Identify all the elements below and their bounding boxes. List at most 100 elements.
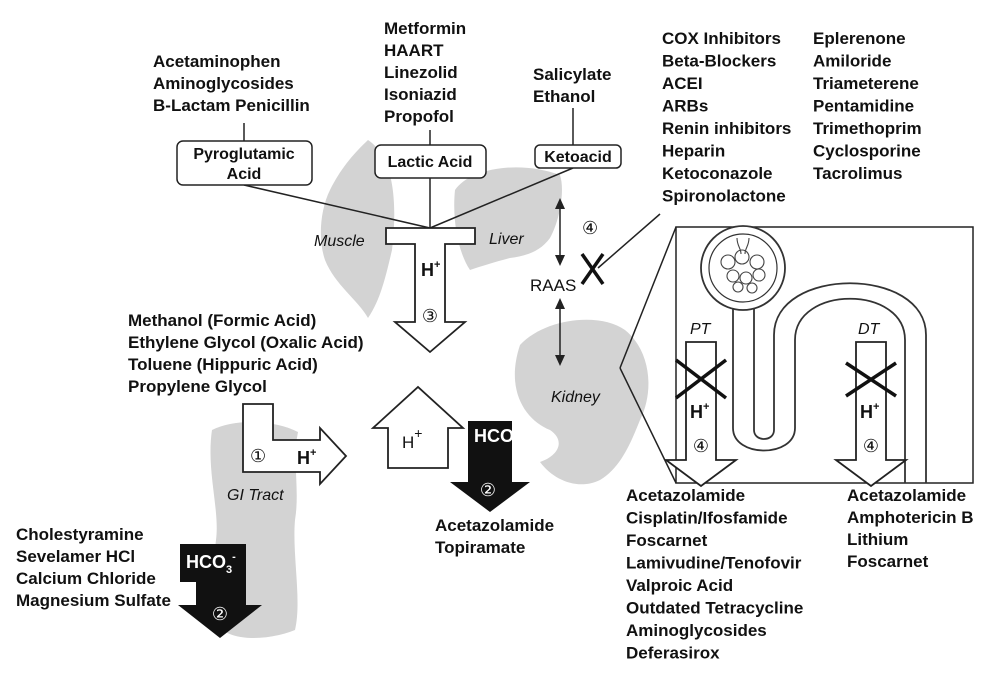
- marker-two-renal: ②: [480, 480, 496, 501]
- drug-item: Valproic Acid: [626, 576, 733, 595]
- central-h-box: [370, 385, 466, 469]
- drug-item: HAART: [384, 41, 444, 60]
- gi-h-ion: H+: [297, 447, 316, 468]
- gi-hco3-ion: HCO3-: [186, 551, 236, 576]
- drug-item: Deferasirox: [626, 644, 720, 663]
- arrowhead-up-2: [555, 298, 565, 309]
- liver-shape: [454, 167, 562, 270]
- drug-item: Amphotericin B: [847, 508, 974, 527]
- arrowhead-down-1: [555, 255, 565, 266]
- ketoacid-box: [534, 144, 622, 169]
- pt-h-arrow: [663, 341, 739, 488]
- liver-label: Liver: [489, 231, 524, 248]
- drug-item: Tacrolimus: [813, 164, 902, 183]
- gi-tract-label: GI Tract: [227, 487, 284, 504]
- marker-four-pt: ④: [693, 436, 709, 457]
- drug-item: Acetaminophen: [153, 52, 281, 71]
- central-h-ion: H+: [402, 425, 422, 452]
- arrowhead-up-1: [555, 198, 565, 209]
- drug-item: Outdated Tetracycline: [626, 599, 803, 618]
- drug-item: B-Lactam Penicillin: [153, 96, 310, 115]
- drug-item: Acetazolamide: [847, 486, 966, 505]
- muscle-label: Muscle: [314, 233, 365, 250]
- drug-item: COX Inhibitors: [662, 29, 781, 48]
- toxin-drug-list: Methanol (Formic Acid)Ethylene Glycol (O…: [128, 311, 364, 396]
- ketoacid-to-junction: [429, 167, 574, 229]
- drug-item: Spironolactone: [662, 187, 786, 206]
- drug-item: Topiramate: [435, 538, 525, 557]
- drug-item: Aminoglycosides: [626, 621, 767, 640]
- drug-item: Ketoconazole: [662, 164, 773, 183]
- gi-h-arrow: [242, 403, 348, 487]
- pyroglutamic-to-junction: [243, 184, 431, 229]
- drug-item: Methanol (Formic Acid): [128, 311, 316, 330]
- dt-label: DT: [858, 321, 881, 338]
- drug-item: Pentamidine: [813, 97, 914, 116]
- ketoacid-label: Ketoacid: [544, 149, 612, 166]
- pt-block-x-2: [674, 358, 728, 400]
- nephron-tubule: [732, 282, 927, 483]
- drug-item: Calcium Chloride: [16, 569, 156, 588]
- callout-line-top: [619, 226, 677, 369]
- renal-hco3-ion: HCO3-: [474, 425, 524, 450]
- marker-two-gi: ②: [212, 604, 228, 625]
- drug-item: Aminoglycosides: [153, 74, 294, 93]
- glomerulus-capillaries: [720, 237, 766, 294]
- drug-item: Magnesium Sulfate: [16, 591, 171, 610]
- lactic-acid-box: [374, 144, 487, 179]
- raas-drug-pointer: [597, 213, 661, 269]
- drug-item: Metformin: [384, 19, 466, 38]
- drug-item: Cyclosporine: [813, 142, 921, 161]
- drug-item: ARBs: [662, 97, 708, 116]
- drug-item: Eplerenone: [813, 29, 906, 48]
- dt-block-x-2: [845, 361, 897, 398]
- gi-hco3-arrow: [178, 544, 262, 638]
- pyroglutamic-label-line2: Acid: [227, 166, 262, 183]
- pt-h-ion: H+: [690, 401, 709, 422]
- lactic-acid-label: Lactic Acid: [388, 154, 473, 171]
- marker-four-dt: ④: [863, 436, 879, 457]
- drug-item: Beta-Blockers: [662, 52, 776, 71]
- drug-item: Salicylate: [533, 65, 611, 84]
- drug-item: Linezolid: [384, 63, 458, 82]
- raas-block-x-2: [580, 252, 605, 286]
- bowman-capsule-inner: [708, 233, 778, 303]
- drug-item: Acetazolamide: [626, 486, 745, 505]
- drug-item: Renin inhibitors: [662, 119, 791, 138]
- pt-drug-list: AcetazolamideCisplatin/IfosfamideFoscarn…: [626, 486, 803, 663]
- callout-line-bottom: [619, 367, 677, 484]
- drug-item: Lithium: [847, 530, 908, 549]
- kidney-shape: [514, 319, 649, 485]
- renal-hco3-arrow: [450, 421, 530, 512]
- drug-item: Foscarnet: [847, 552, 929, 571]
- pyroglutamic-label-line1: Pyroglutamic: [193, 146, 294, 163]
- drug-item: Trimethoprim: [813, 119, 922, 138]
- drug-item: ACEI: [662, 74, 703, 93]
- drug-item: Cholestyramine: [16, 525, 144, 544]
- dt-h-ion: H+: [860, 401, 879, 422]
- drug-item: Heparin: [662, 142, 725, 161]
- drug-item: Propofol: [384, 107, 454, 126]
- drug-item: Propylene Glycol: [128, 377, 267, 396]
- drug-item: Triameterene: [813, 74, 919, 93]
- drug-item: Isoniazid: [384, 85, 457, 104]
- raas-label: RAAS: [530, 276, 576, 295]
- raas-drug-list-col2: EplerenoneAmilorideTriameterenePentamidi…: [813, 29, 922, 183]
- drug-item: Amiloride: [813, 52, 891, 71]
- drug-item: Cisplatin/Ifosfamide: [626, 509, 788, 528]
- dt-h-arrow: [833, 341, 909, 488]
- drug-item: Ethanol: [533, 87, 595, 106]
- pyroglutamic-box: [176, 140, 313, 186]
- muscle-shape: [320, 140, 395, 318]
- drug-item: Lamivudine/Tenofovir: [626, 554, 802, 573]
- marker-one: ①: [250, 446, 266, 467]
- arrowhead-down-2: [555, 355, 565, 366]
